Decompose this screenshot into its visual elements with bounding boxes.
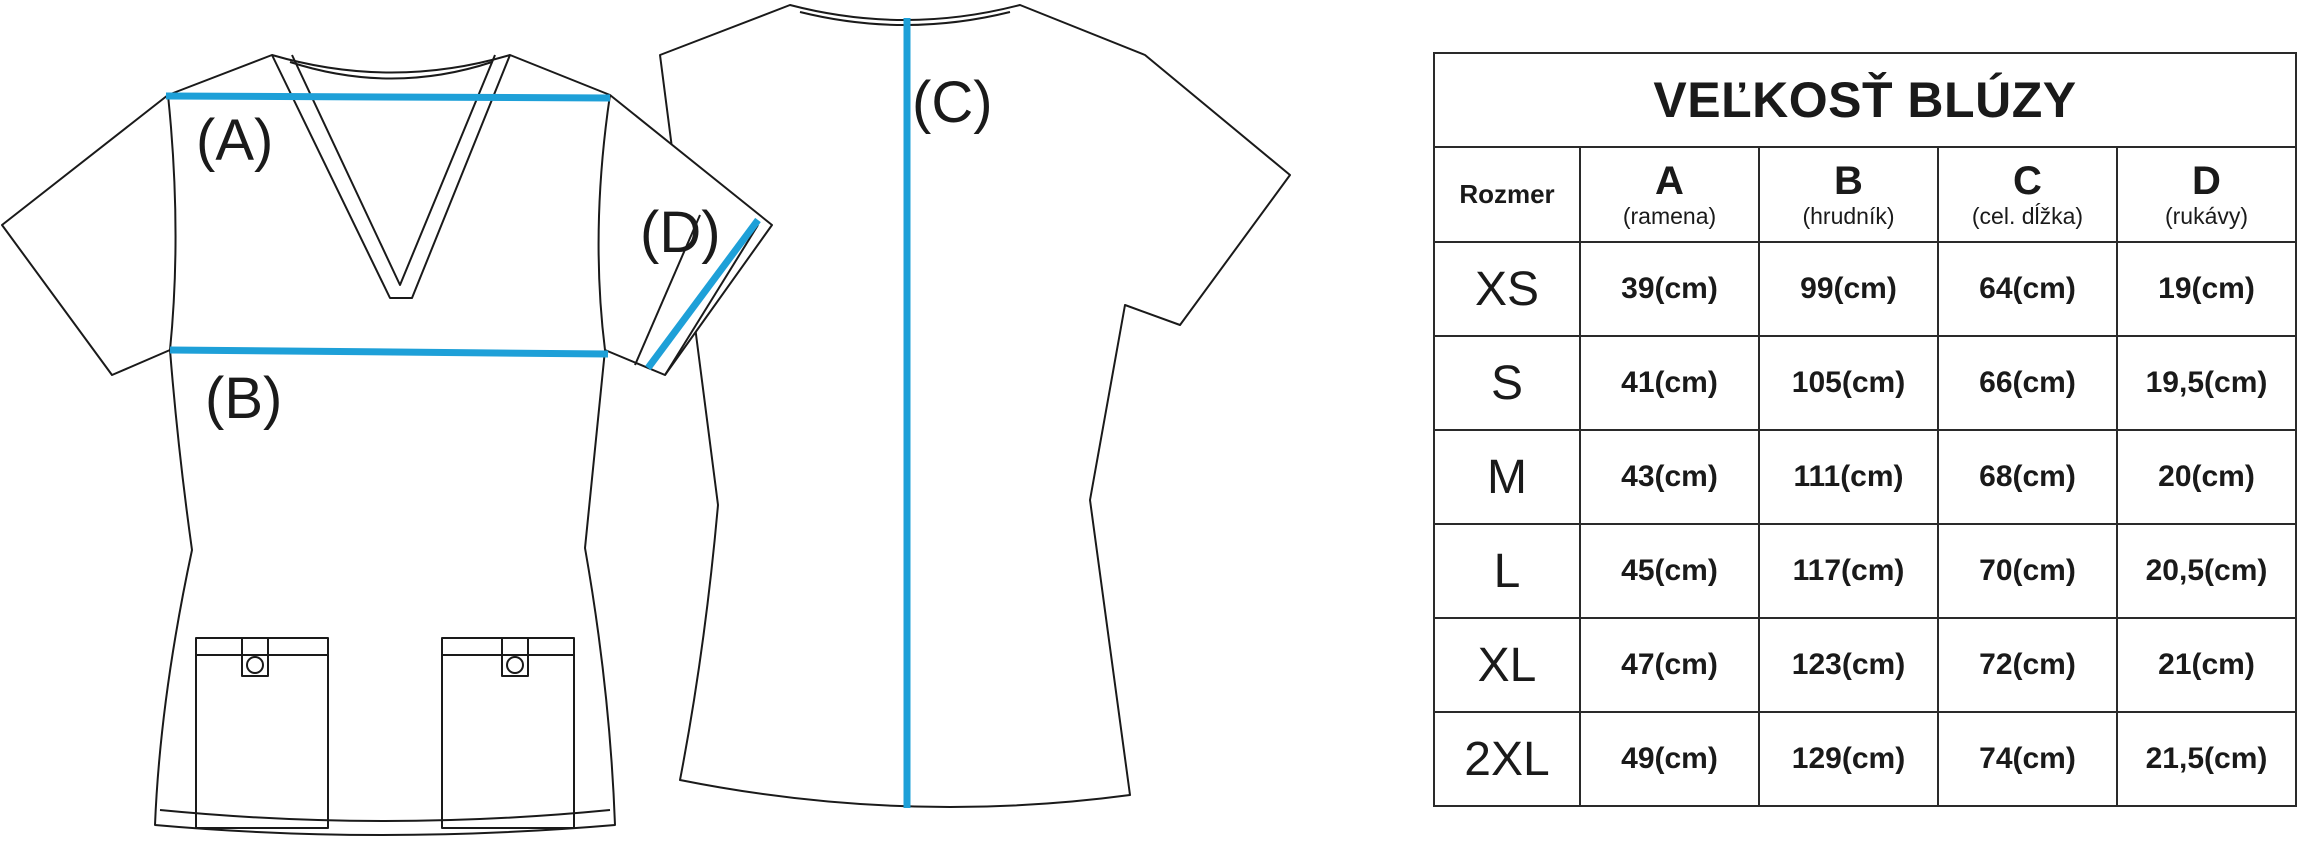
back-view-outline — [659, 4, 1291, 808]
size-header: Rozmer — [1433, 146, 1581, 243]
table-row-m: M 43(cm) 111(cm) 68(cm) 20(cm) — [1433, 429, 2297, 525]
size-cell: XL — [1433, 617, 1581, 713]
value-cell: 43(cm) — [1579, 429, 1760, 525]
measure-line-d — [645, 217, 761, 371]
column-header-c: C (cel. dĺžka) — [1937, 146, 2118, 243]
label-a: (A) — [196, 108, 273, 173]
label-b: (B) — [205, 366, 282, 431]
front-pockets — [195, 637, 575, 829]
value-cell: 70(cm) — [1937, 523, 2118, 619]
label-d: (D) — [640, 200, 721, 265]
value-cell: 117(cm) — [1758, 523, 1939, 619]
value-cell: 72(cm) — [1937, 617, 2118, 713]
value-cell: 64(cm) — [1937, 241, 2118, 337]
value-cell: 47(cm) — [1579, 617, 1760, 713]
value-cell: 99(cm) — [1758, 241, 1939, 337]
value-cell: 41(cm) — [1579, 335, 1760, 431]
column-subtitle: (hrudník) — [1802, 202, 1895, 229]
table-row-xl: XL 47(cm) 123(cm) 72(cm) 21(cm) — [1433, 617, 2297, 713]
table-row-l: L 45(cm) 117(cm) 70(cm) 20,5(cm) — [1433, 523, 2297, 619]
table-row-2xl: 2XL 49(cm) 129(cm) 74(cm) 21,5(cm) — [1433, 711, 2297, 807]
column-subtitle: (ramena) — [1622, 202, 1717, 229]
value-cell: 19,5(cm) — [2116, 335, 2297, 431]
value-cell: 20(cm) — [2116, 429, 2297, 525]
value-cell: 49(cm) — [1579, 711, 1760, 807]
value-cell: 45(cm) — [1579, 523, 1760, 619]
value-cell: 68(cm) — [1937, 429, 2118, 525]
measure-line-a — [165, 92, 611, 102]
size-cell: XS — [1433, 241, 1581, 337]
table-row-s: S 41(cm) 105(cm) 66(cm) 19,5(cm) — [1433, 335, 2297, 431]
size-cell: L — [1433, 523, 1581, 619]
column-letter: D — [2192, 158, 2221, 203]
measure-line-b — [169, 346, 609, 358]
value-cell: 21(cm) — [2116, 617, 2297, 713]
column-subtitle: (rukávy) — [2164, 202, 2249, 229]
size-cell: M — [1433, 429, 1581, 525]
size-table: VEĽKOSŤ BLÚZY Rozmer A (ramena) B (hrudn… — [1433, 52, 2297, 807]
column-letter: C — [2013, 158, 2042, 203]
value-cell: 74(cm) — [1937, 711, 2118, 807]
size-cell: 2XL — [1433, 711, 1581, 807]
table-title: VEĽKOSŤ BLÚZY — [1433, 52, 2297, 148]
value-cell: 19(cm) — [2116, 241, 2297, 337]
value-cell: 20,5(cm) — [2116, 523, 2297, 619]
value-cell: 129(cm) — [1758, 711, 1939, 807]
column-subtitle: (cel. dĺžka) — [1971, 202, 2084, 229]
value-cell: 39(cm) — [1579, 241, 1760, 337]
label-c: (C) — [912, 70, 993, 135]
column-header-b: B (hrudník) — [1758, 146, 1939, 243]
column-letter: A — [1655, 158, 1684, 203]
value-cell: 21,5(cm) — [2116, 711, 2297, 807]
front-view-outline — [1, 54, 773, 836]
value-cell: 123(cm) — [1758, 617, 1939, 713]
size-cell: S — [1433, 335, 1581, 431]
column-header-d: D (rukávy) — [2116, 146, 2297, 243]
header-row: Rozmer A (ramena) B (hrudník) C (cel. dĺ… — [1433, 146, 2297, 243]
column-letter: B — [1834, 158, 1863, 203]
table-row-xs: XS 39(cm) 99(cm) 64(cm) 19(cm) — [1433, 241, 2297, 337]
garment-diagram: (A) (B) (C) (D) — [1, 4, 1291, 836]
value-cell: 66(cm) — [1937, 335, 2118, 431]
column-header-a: A (ramena) — [1579, 146, 1760, 243]
value-cell: 111(cm) — [1758, 429, 1939, 525]
value-cell: 105(cm) — [1758, 335, 1939, 431]
